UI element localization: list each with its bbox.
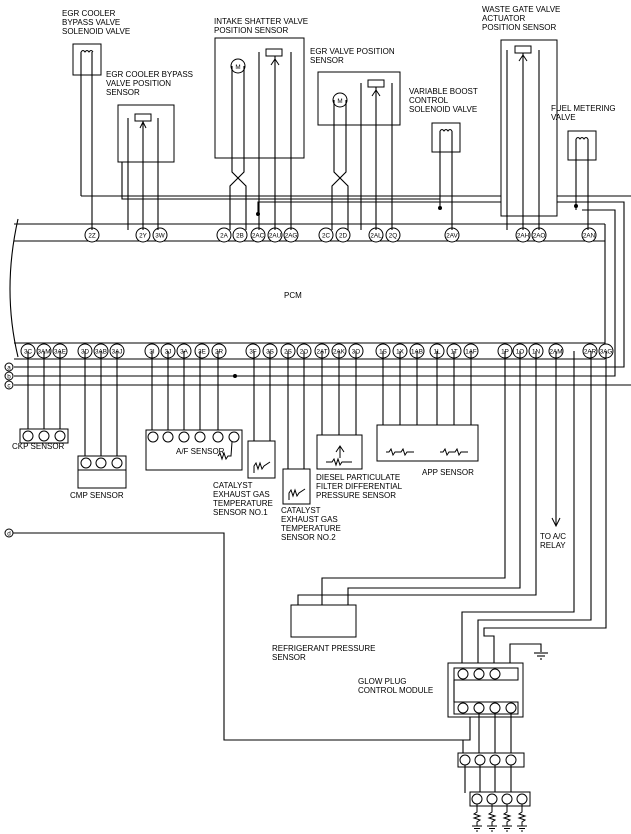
bus-label-a: a: [7, 365, 11, 372]
svg-text:A/F SENSOR: A/F SENSOR: [176, 447, 225, 456]
cmp-sensor: CMP SENSOR: [70, 351, 127, 500]
glow-plug-element: [502, 804, 512, 826]
glow-plug-element: [472, 804, 482, 826]
top-pin-circle: [385, 227, 401, 243]
bottom-pin-circle: [211, 343, 227, 359]
top-pin-2q: 2Q: [389, 232, 398, 239]
svg-text:CKP SENSOR: CKP SENSOR: [12, 442, 65, 451]
af-sensor: A/F SENSOR: [145, 351, 243, 471]
top-pin-2c: 2C: [322, 232, 331, 239]
top-pin-circle: [152, 227, 168, 243]
top-pin-2an: 2AN: [583, 232, 596, 239]
bottom-pin-circle: [245, 343, 261, 359]
bottom-pin-circle: [582, 343, 598, 359]
svg-text:CMP SENSOR: CMP SENSOR: [70, 491, 124, 500]
bottom-pin-3e: 3E: [198, 348, 206, 355]
glow-plug-element: [487, 804, 497, 826]
top-pin-2y: 2Y: [139, 232, 148, 239]
top-pin-circle: [581, 227, 597, 243]
top-pin-2z: 2Z: [88, 232, 96, 239]
motor-symbol: M: [337, 98, 342, 105]
top-pin-2ao: 2AO: [533, 232, 546, 239]
top-pin-2b: 2B: [236, 232, 244, 239]
top-pin-circle: [216, 227, 232, 243]
top-pin-2al: 2AL: [370, 232, 382, 239]
top-pin-2au: 2AU: [269, 232, 282, 239]
top-pin-2ag: 2AG: [285, 232, 298, 239]
top-pin-3w: 3W: [155, 232, 165, 239]
top-pin-circle: [335, 227, 351, 243]
bottom-pin-2ar: 2AR: [584, 348, 597, 355]
bus-label-b: b: [7, 374, 11, 381]
top-pin-circle: [232, 227, 248, 243]
svg-text:APP SENSOR: APP SENSOR: [422, 468, 474, 477]
pcm-label: PCM: [284, 291, 302, 300]
top-pin-circle: [318, 227, 334, 243]
top-pin-2ac: 2AC: [252, 232, 265, 239]
top-pin-2ah: 2AH: [517, 232, 530, 239]
bus-label-d: d: [7, 531, 11, 538]
top-pin-2a: 2A: [220, 232, 229, 239]
pcm-body: PCM: [9, 218, 606, 360]
motor-symbol: M: [235, 64, 240, 71]
top-pin-circle: [250, 227, 266, 243]
bottom-pin-circle: [194, 343, 210, 359]
bottom-pin-2r: 2R: [215, 348, 224, 355]
bus-label-c: c: [7, 383, 10, 390]
top-pin-2av: 2AV: [446, 232, 458, 239]
glow-plug-element: [517, 804, 527, 826]
top-pin-2d: 2D: [339, 232, 348, 239]
ckp-sensor: CKP SENSOR: [12, 351, 69, 451]
app-sensor: APP SENSOR: [376, 351, 479, 477]
bottom-pin-3f: 3F: [249, 348, 257, 355]
